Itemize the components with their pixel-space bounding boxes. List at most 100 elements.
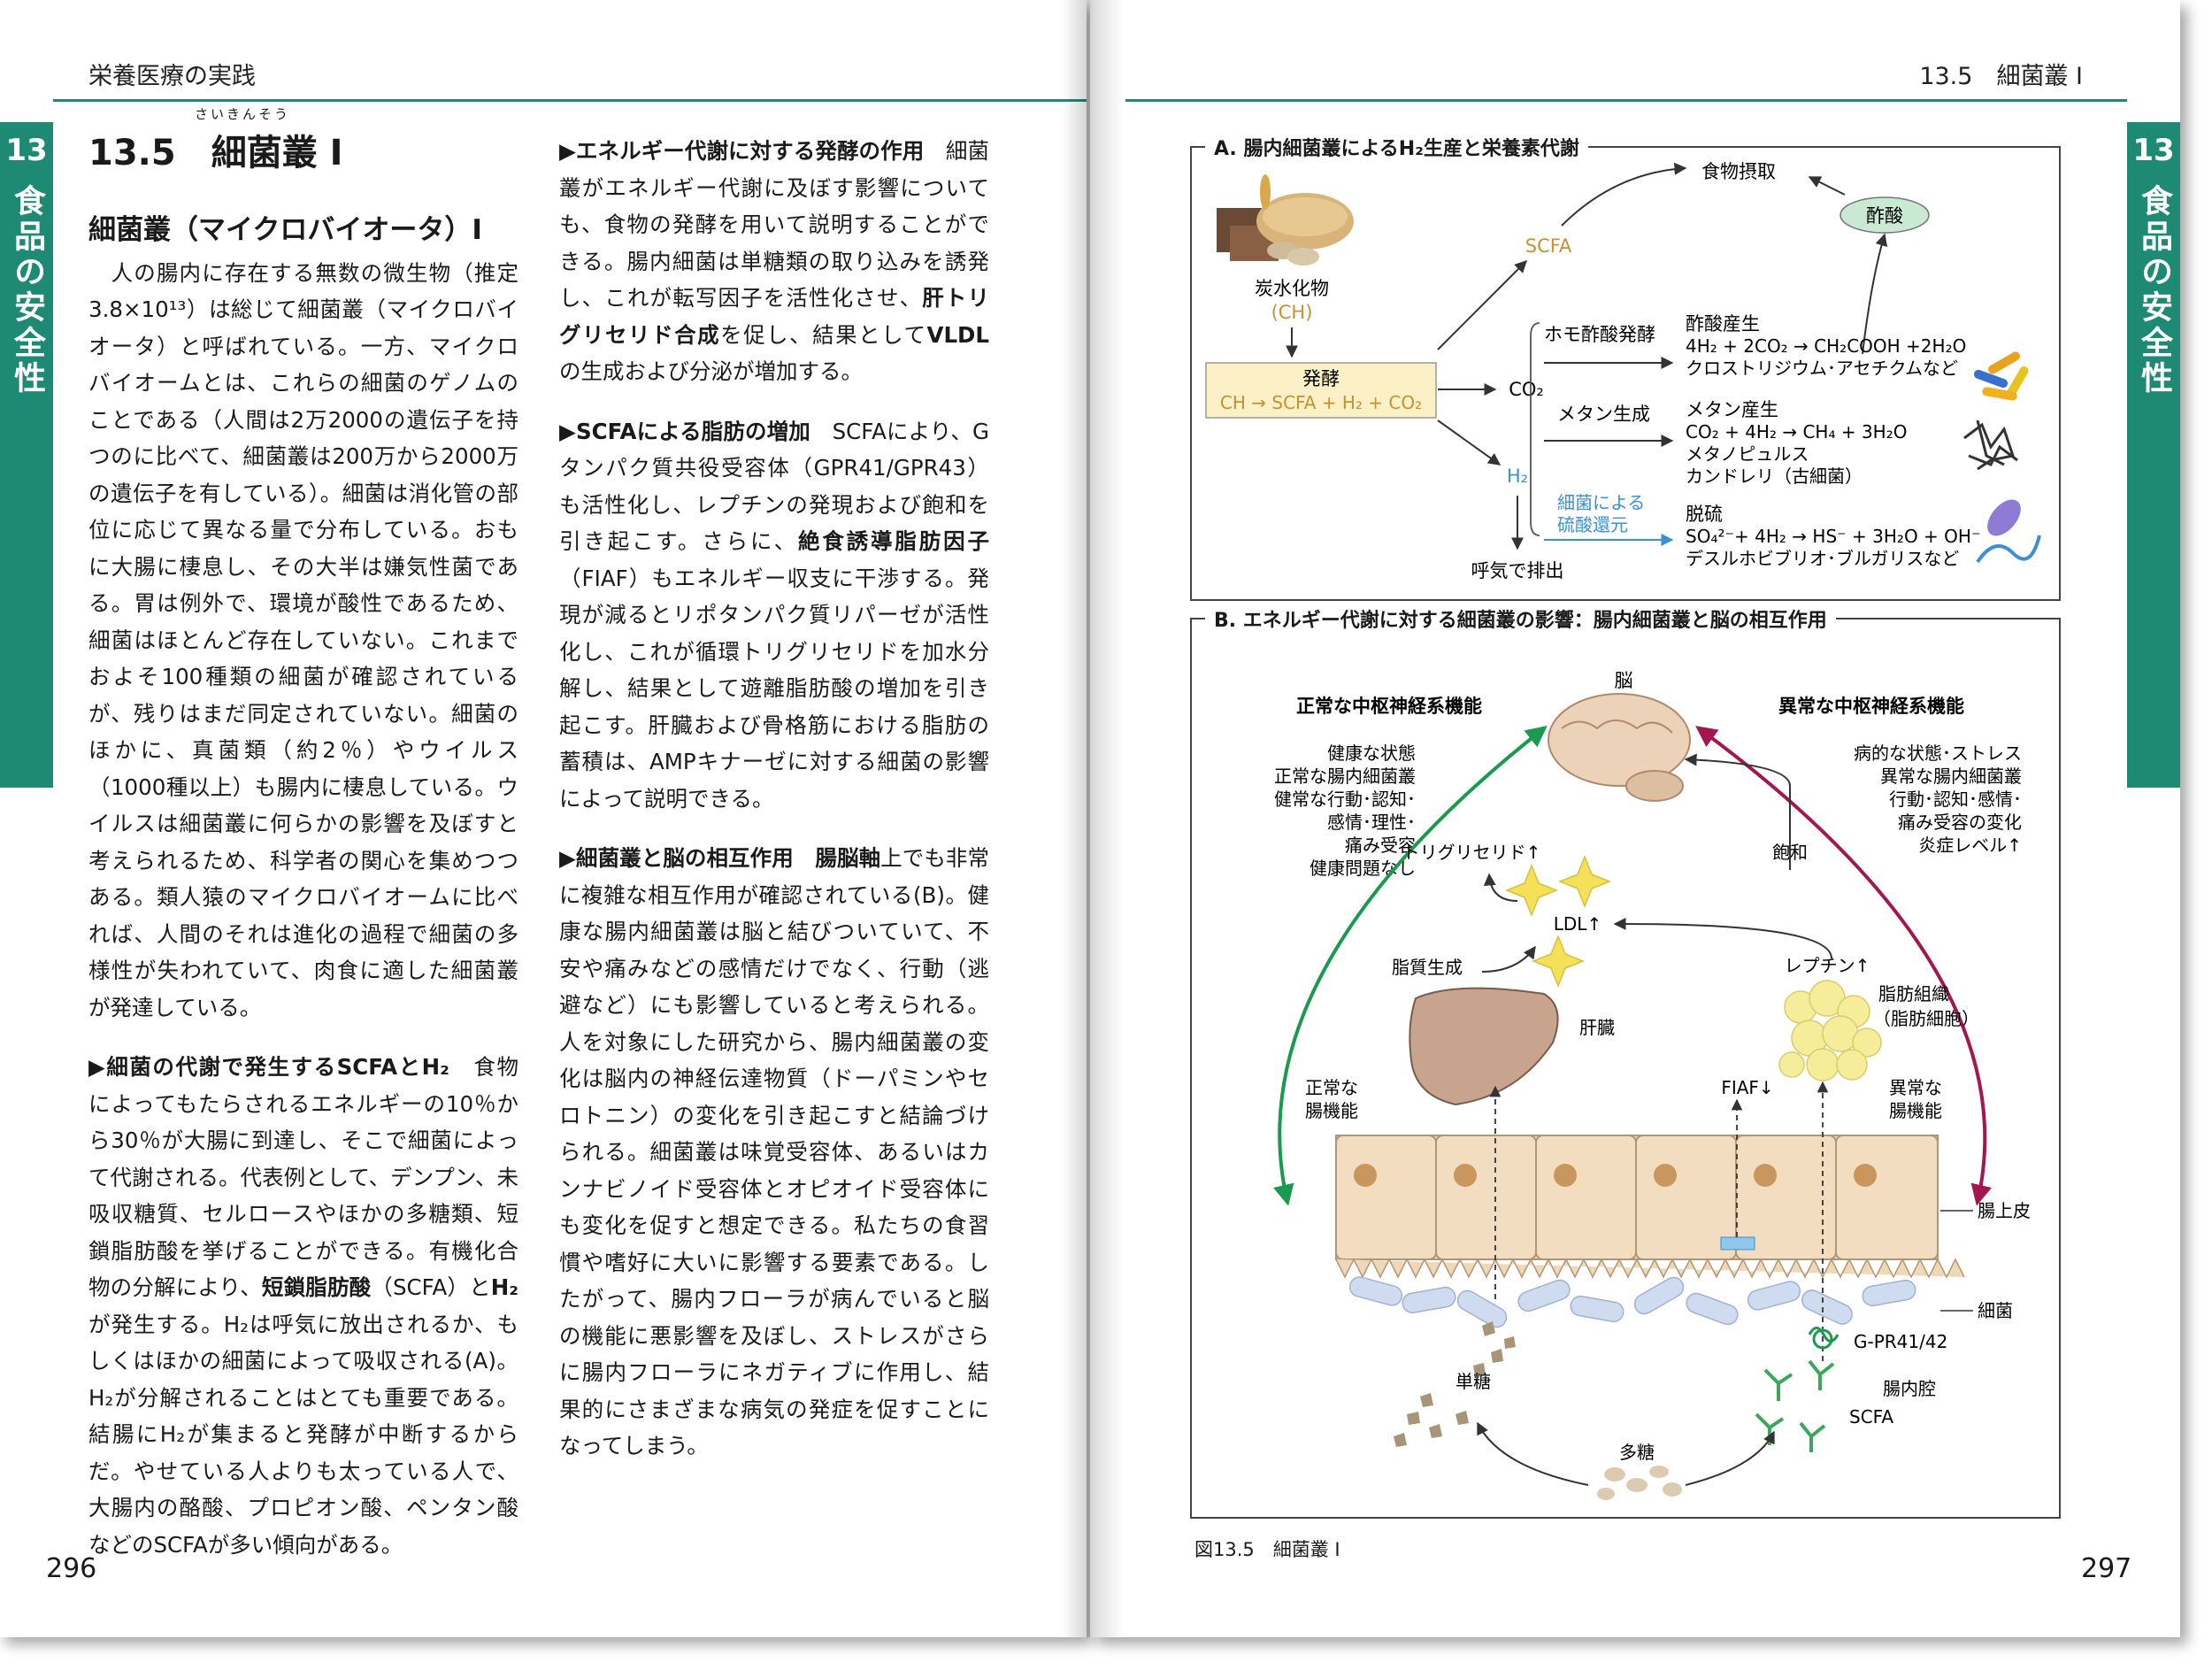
label-liver: 肝臓	[1579, 1017, 1615, 1038]
scfa-molecules-icon	[1755, 1359, 1835, 1452]
panel-b-title: B. エネルギー代謝に対する細菌叢の影響：腸内細菌叢と脳の相互作用	[1205, 604, 1836, 633]
label-ldl: LDL↑	[1554, 913, 1601, 935]
svg-text:腸機能: 腸機能	[1889, 1100, 1942, 1121]
label-leptin: レプチン↑	[1785, 955, 1870, 976]
label-acetate: 酢酸	[1866, 205, 1903, 227]
gpr-receptor-icon	[1808, 1327, 1839, 1350]
svg-text:正常な腸内細菌叢: 正常な腸内細菌叢	[1274, 766, 1416, 787]
label-triglyceride: トリグリセリド↑	[1402, 842, 1541, 863]
acetate-badge	[1839, 196, 1930, 234]
label-fermentation-equation: CH → SCFA + H₂ + CO₂	[1220, 392, 1422, 413]
label-acetogenesis-eq: 4H₂ + 2CO₂ → CH₂COOH +2H₂O	[1686, 335, 1966, 357]
paragraph: 人の腸内に存在する無数の微生物（推定3.8×10¹³）は総じて細菌叢（マイクロバ…	[88, 259, 518, 1020]
book-gutter-shadow	[1062, 0, 1124, 1637]
label-scfa: SCFA	[1525, 235, 1572, 257]
running-head-right: 13.5 細菌叢 Ⅰ	[1919, 63, 2083, 90]
svg-text:健常な行動･認知･: 健常な行動･認知･	[1274, 789, 1416, 810]
label-monosaccharide: 単糖	[1455, 1371, 1491, 1392]
intestinal-epithelium	[1335, 1135, 1965, 1279]
fermentation-box	[1205, 362, 1437, 419]
chapter-number: 13	[5, 133, 48, 168]
text-column-2: ▶エネルギー代謝に対する発酵の作用 細菌叢がエネルギー代謝に及ぼす影響についても…	[559, 133, 989, 1465]
figure-caption: 図13.5 細菌叢 Ⅰ	[1194, 1539, 1340, 1560]
label-epithelium: 腸上皮	[1978, 1200, 2031, 1221]
svg-text:病的な状態･ストレス: 病的な状態･ストレス	[1854, 743, 2022, 764]
chapter-tab-left: 13 食品の安全性	[0, 122, 53, 788]
svg-text:異常な: 異常な	[1889, 1077, 1942, 1098]
svg-text:痛み受容の変化: 痛み受容の変化	[1898, 812, 2022, 833]
label-carbohydrate: 炭水化物	[1255, 278, 1329, 299]
label-normal-gut: 正常な 腸機能	[1305, 1077, 1358, 1121]
gut-bacteria-icon	[1348, 1276, 1916, 1328]
label-methanopyrus: メタノピュルス	[1686, 443, 1809, 465]
paragraph: ▶細菌の代謝で発生するSCFAとH₂ 食物によってもたらされるエネルギーの10％…	[88, 1054, 519, 1558]
paragraph: ▶細菌叢と脳の相互作用 腸脳軸上でも非常に複雑な相互作用が確認されている(B)。…	[559, 845, 990, 1458]
label-homoacetogenesis: ホモ酢酸発酵	[1544, 324, 1655, 345]
label-methane-eq: CO₂ + 4H₂ → CH₄ + 3H₂O	[1686, 421, 1907, 443]
label-acetogenesis: 酢酸産生	[1686, 313, 1760, 335]
sick-state-list: 病的な状態･ストレス 異常な腸内細菌叢 行動･認知･感情･ 痛み受容の変化 炎症…	[1854, 743, 2022, 856]
polysaccharide-particles-icon	[1597, 1466, 1682, 1500]
label-brain: 脳	[1615, 670, 1633, 691]
label-fiaf: FIAF↓	[1721, 1077, 1773, 1098]
label-sulfate-reduction: 細菌による 硫酸還元	[1557, 492, 1651, 535]
paragraph: ▶エネルギー代謝に対する発酵の作用 細菌叢がエネルギー代謝に及ぼす影響についても…	[559, 138, 990, 384]
svg-text:行動･認知･感情･: 行動･認知･感情･	[1889, 789, 2022, 810]
label-desulfurization: 脱硫	[1686, 504, 1723, 525]
section-ruby: さいきんそう	[195, 106, 291, 122]
label-adipocyte: （脂肪細胞）	[1873, 1008, 1979, 1029]
svg-text:炎症レベル↑: 炎症レベル↑	[1918, 835, 2022, 856]
label-adipose: 脂肪組織	[1878, 983, 1949, 1004]
label-ch: (CH)	[1271, 302, 1313, 323]
header-rule	[53, 99, 1087, 102]
subsection-heading: 細菌叢（マイクロバイオータ）Ⅰ	[88, 214, 482, 246]
carbohydrate-food-icon	[1217, 174, 1354, 266]
healthy-state-list: 健康な状態 正常な腸内細菌叢 健常な行動･認知･ 感情･理性･ 痛み受容 健康問…	[1274, 743, 1416, 879]
label-desulfovibrio: デスルホビブリオ･ブルガリスなど	[1686, 548, 1959, 569]
label-methane-production: メタン産生	[1686, 399, 1778, 420]
panel-a-title: A. 腸内細菌叢によるH₂生産と栄養素代謝	[1205, 133, 1588, 161]
label-abnormal-gut: 異常な 腸機能	[1889, 1077, 1942, 1121]
monosaccharide-particles-icon	[1394, 1321, 1516, 1447]
chapter-tab-right: 13 食品の安全性	[2127, 122, 2180, 788]
label-methanogenesis: メタン生成	[1557, 404, 1650, 425]
label-food-intake: 食物摂取	[1701, 161, 1776, 182]
left-page: 栄養医療の実践 13 食品の安全性 さいきんそう 13.5 細菌叢 Ⅰ 細菌叢（…	[0, 0, 1087, 1637]
label-polysaccharide: 多糖	[1619, 1442, 1655, 1463]
label-desulfurization-eq: SO₄²⁻+ 4H₂ → HS⁻ + 3H₂O + OH⁻	[1686, 526, 1981, 547]
adipose-tissue-icon	[1778, 980, 1882, 1081]
text-column-1: 細菌叢（マイクロバイオータ）Ⅰ 人の腸内に存在する無数の微生物（推定3.8×10…	[88, 212, 518, 1563]
label-fermentation: 発酵	[1302, 368, 1340, 389]
label-co2: CO₂	[1509, 379, 1544, 400]
label-bacteria: 細菌	[1978, 1300, 2013, 1321]
label-lumen: 腸内腔	[1883, 1378, 1936, 1399]
svg-text:腸機能: 腸機能	[1305, 1100, 1358, 1121]
panel-a-diagram: 炭水化物 (CH) 発酵 CH → SCFA + H₂ + CO₂ SCFA 食…	[1205, 161, 2041, 581]
page-number-left: 296	[46, 1553, 97, 1584]
svg-text:異常な腸内細菌叢: 異常な腸内細菌叢	[1880, 766, 2022, 787]
clostridium-bacteria-icon	[1973, 351, 2029, 401]
right-page: 13.5 細菌叢 Ⅰ 13 食品の安全性 297	[1090, 0, 2180, 1637]
label-scfa-b: SCFA	[1849, 1406, 1893, 1428]
header-rule	[1125, 99, 2127, 102]
label-kandleri: カンドレリ（古細菌）	[1686, 466, 1863, 487]
label-gpr: G-PR41/42	[1854, 1331, 1947, 1352]
label-clostridium: クロストリジウム･アセチクムなど	[1686, 358, 1958, 379]
label-lipogenesis: 脂質生成	[1392, 957, 1463, 978]
label-h2: H₂	[1507, 466, 1528, 487]
methanopyrus-archaea-icon	[1963, 419, 2018, 471]
section-title: さいきんそう 13.5 細菌叢 Ⅰ	[88, 106, 343, 173]
running-head-left: 栄養医療の実践	[88, 63, 256, 90]
panel-b-diagram: 脳 正常な中枢神経系機能 異常な中枢神経系機能 健康な状態 正常な腸内細菌叢 健…	[1273, 670, 2031, 1500]
abnormal-gut-brain-arrow	[1695, 726, 1992, 1206]
ldl-particles-icon	[1504, 854, 1612, 989]
label-normal-cns: 正常な中枢神経系機能	[1296, 696, 1482, 717]
page-number-right: 297	[2081, 1553, 2132, 1584]
svg-text:健康な状態: 健康な状態	[1327, 743, 1416, 764]
desulfovibrio-bacteria-icon	[1976, 499, 2041, 564]
figure-panel-a	[1190, 146, 2061, 601]
brain-icon	[1548, 693, 1691, 802]
label-exhaled: 呼気で排出	[1471, 560, 1564, 581]
svg-text:正常な: 正常な	[1305, 1077, 1358, 1098]
normal-gut-brain-arrow	[1273, 726, 1548, 1206]
